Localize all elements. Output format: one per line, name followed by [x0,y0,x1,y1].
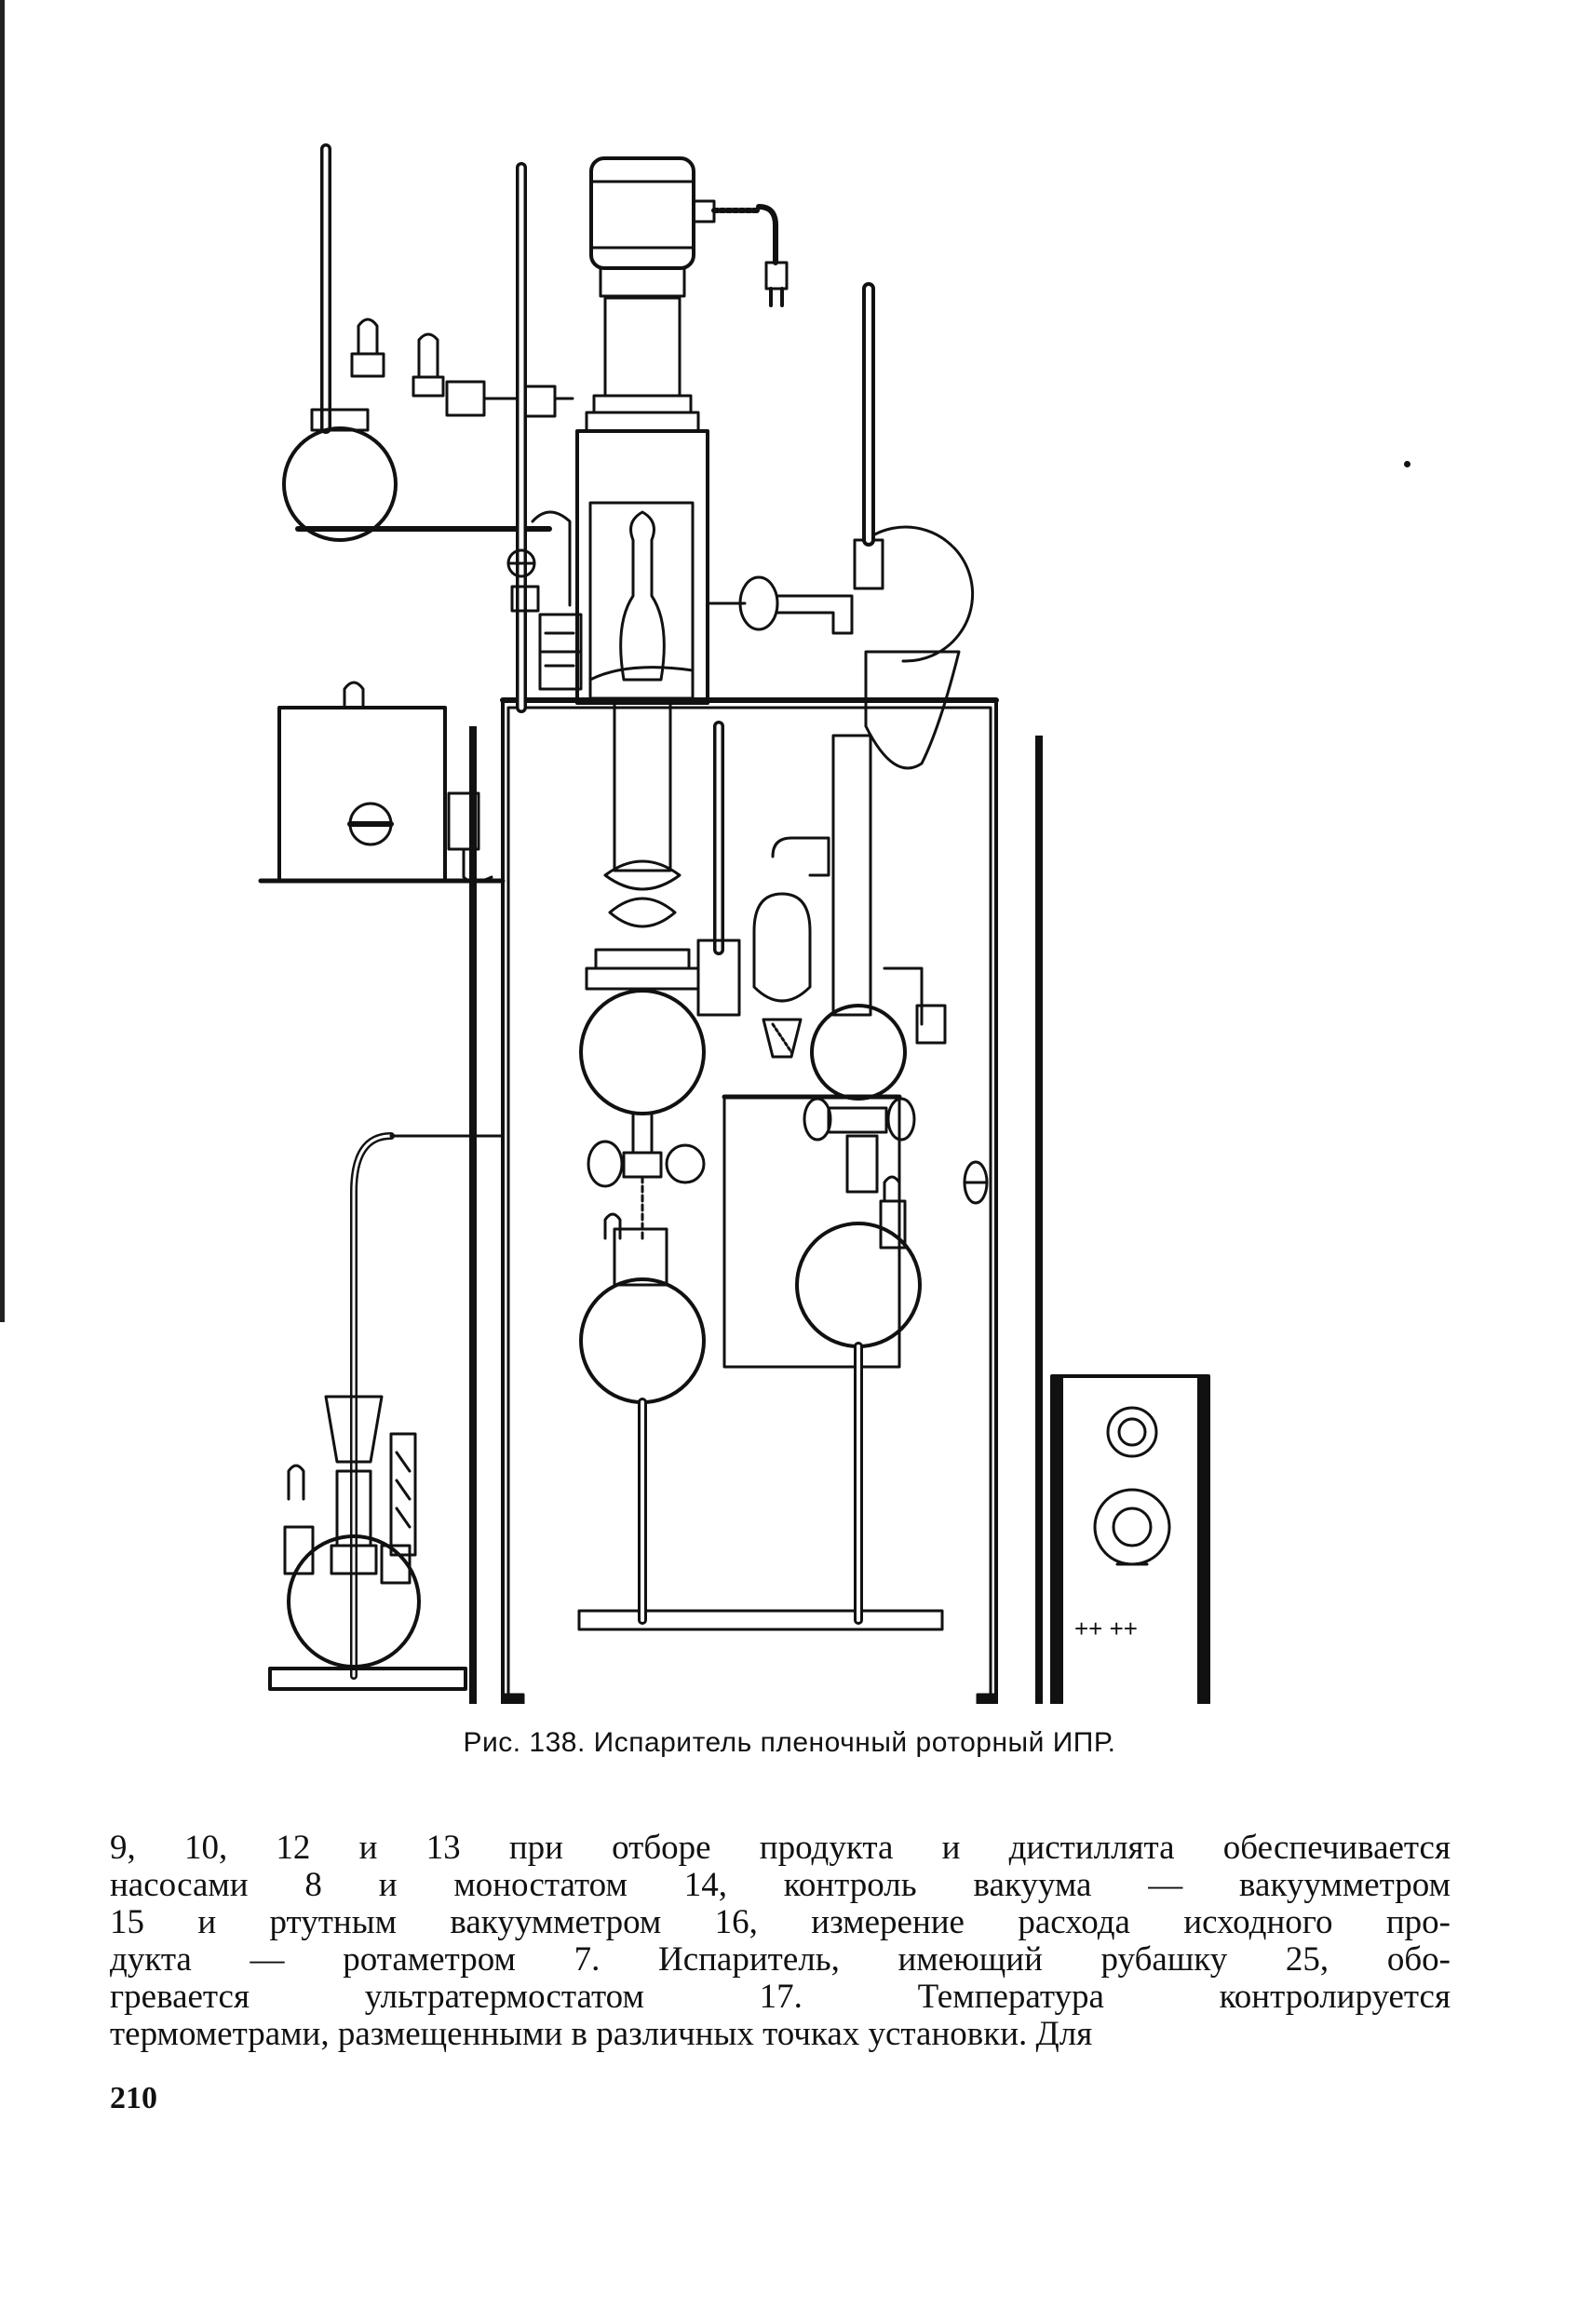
body-line: насосами 8 и моностатом 14, контроль вак… [110,1866,1451,1904]
page-number: 210 [110,2081,157,2115]
thermostat-panel-label: ++ ++ [1074,1615,1138,1642]
condenser-dome [853,282,975,770]
body-line: 15 и ртутным вакуумметром 16, измерение … [110,1903,1451,1941]
evaporator-column [579,701,741,1625]
rotameter [506,510,583,691]
body-line: 9, 10, 12 и 13 при отборе продукта и дис… [110,1829,1451,1867]
apparatus-figure: ++ ++ [233,130,1275,1732]
vacuum-flask [268,1132,505,1691]
feed-flask [282,143,574,713]
motor [585,156,789,433]
distillate-receiver [752,734,947,1625]
body-line: дукта — ротаметром 7. Испаритель, имеющи… [110,1940,1451,1979]
cabinet-door-handle [963,1160,989,1205]
rotor-housing [575,429,854,705]
body-paragraph: 9, 10, 12 и 13 при отборе продукта и дис… [110,1830,1451,2053]
control-box [258,681,506,884]
binding-edge [0,0,5,1322]
ultrathermostat: ++ ++ [1050,1374,1210,1709]
body-line: гревается ультратермостатом 17. Температ… [110,1978,1451,2016]
body-line: термометрами, размещенными в различных т… [110,2015,1093,2053]
figure-caption: Рис. 138. Испаритель пленочный роторный … [463,1727,1116,1758]
main-frame [469,697,1043,1732]
print-speck [1404,461,1410,467]
